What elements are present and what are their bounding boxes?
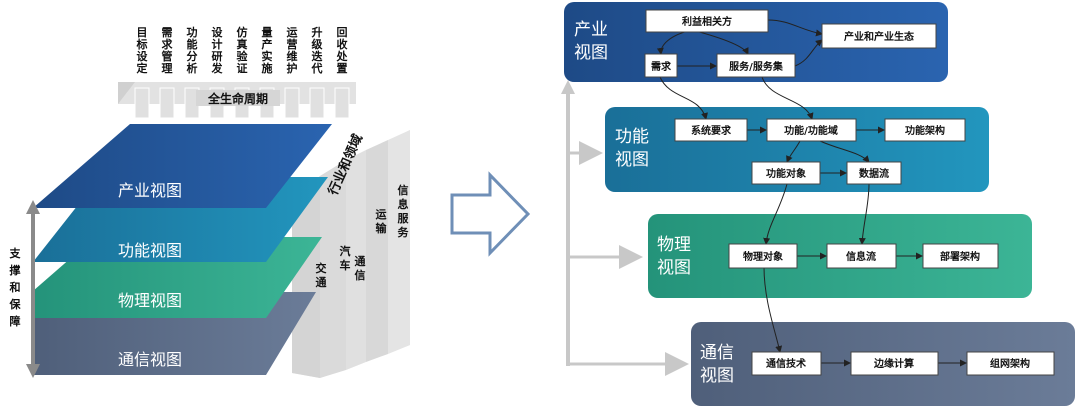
- layer-label: 功能视图: [118, 241, 182, 260]
- lifecycle-stage-label: 升级迭代: [311, 25, 324, 75]
- svg-text:功能对象: 功能对象: [766, 167, 806, 180]
- node-system-requirements: 系统要求: [674, 118, 748, 142]
- lifecycle-stage-label: 回收处置: [336, 25, 349, 75]
- node-stakeholders: 利益相关方: [645, 9, 769, 33]
- svg-text:视图: 视图: [574, 43, 608, 63]
- node-function-object: 功能对象: [751, 161, 821, 185]
- node-edge-computing: 边缘计算: [850, 351, 939, 376]
- industry-domain-label: 运输: [376, 208, 388, 235]
- node-demand: 需求: [644, 53, 678, 78]
- svg-text:物理对象: 物理对象: [743, 250, 783, 263]
- svg-text:产业: 产业: [574, 20, 608, 40]
- industry-block: 行业和领域: [292, 130, 410, 378]
- svg-text:功能: 功能: [615, 127, 649, 147]
- industry-view-title: 产业 视图: [574, 20, 608, 63]
- svg-text:部署架构: 部署架构: [940, 250, 980, 263]
- support-arrow: [26, 200, 40, 378]
- node-info-flow: 信息流: [826, 243, 897, 269]
- lifecycle-stage-label: 功能分析: [187, 25, 198, 75]
- layer-label: 通信视图: [118, 350, 182, 369]
- node-comm-technology: 通信技术: [751, 351, 822, 376]
- node-service-set: 服务/服务集: [716, 53, 796, 78]
- lifecycle-stage-label: 需求管理: [162, 26, 174, 75]
- node-industry-ecosystem: 产业和产业生态: [821, 23, 937, 49]
- svg-text:视图: 视图: [657, 258, 691, 278]
- industry-domains: 交通汽车通信运输信息服务: [316, 183, 410, 289]
- lifecycle-title: 全生命周期: [207, 91, 268, 106]
- node-physical-object: 物理对象: [728, 243, 798, 269]
- node-deployment-architecture: 部署架构: [922, 243, 999, 269]
- layer-industry-plane: [33, 124, 332, 208]
- layer-label: 产业视图: [118, 181, 182, 200]
- physical-view-title: 物理 视图: [657, 235, 691, 278]
- svg-text:边缘计算: 边缘计算: [873, 357, 914, 370]
- svg-text:产业和产业生态: 产业和产业生态: [844, 30, 914, 43]
- comm-view-nodes: 通信技术 边缘计算 组网架构: [751, 351, 1055, 376]
- svg-text:物理: 物理: [657, 235, 691, 255]
- svg-text:通信技术: 通信技术: [766, 357, 806, 370]
- lifecycle-stage-label: 量产实施: [262, 26, 273, 75]
- lifecycle-stage-label: 目标设定: [136, 26, 149, 75]
- industry-domain-label: 通信: [355, 255, 366, 282]
- lifecycle-stage-label: 运营维护: [287, 26, 298, 75]
- svg-text:服务/服务集: 服务/服务集: [729, 60, 784, 73]
- function-view-title: 功能 视图: [615, 127, 649, 170]
- function-view-nodes: 系统要求 功能/功能域 功能架构 功能对象 数据流: [674, 118, 966, 185]
- svg-text:功能/功能域: 功能/功能域: [784, 124, 838, 137]
- comm-view-title: 通信 视图: [700, 343, 734, 386]
- lifecycle-block: 全生命周期: [118, 82, 356, 119]
- svg-text:视图: 视图: [615, 150, 649, 170]
- view-spine: [561, 80, 689, 376]
- physical-view-nodes: 物理对象 信息流 部署架构: [728, 243, 999, 269]
- node-network-architecture: 组网架构: [966, 351, 1055, 376]
- svg-text:组网架构: 组网架构: [990, 357, 1030, 370]
- node-function-architecture: 功能架构: [884, 118, 966, 142]
- layer-planes: [33, 124, 332, 375]
- node-function-domain: 功能/功能域: [766, 118, 857, 142]
- svg-text:利益相关方: 利益相关方: [682, 15, 732, 28]
- lifecycle-stage-label: 设计研发: [211, 25, 224, 75]
- svg-text:通信: 通信: [700, 343, 734, 363]
- support-label-text: 支撑和保障: [9, 246, 22, 328]
- industry-domain-label: 交通: [316, 261, 327, 289]
- node-data-flow: 数据流: [846, 161, 902, 185]
- layer-label: 物理视图: [118, 291, 182, 310]
- svg-text:数据流: 数据流: [859, 167, 889, 180]
- lifecycle-stage-label: 仿真验证: [237, 25, 249, 75]
- svg-text:系统要求: 系统要求: [691, 124, 732, 137]
- svg-text:需求: 需求: [651, 60, 672, 73]
- support-label: 支撑和保障: [9, 246, 22, 328]
- transition-arrow: [450, 171, 531, 257]
- industry-domain-label: 汽车: [340, 244, 351, 272]
- svg-text:信息流: 信息流: [846, 250, 876, 263]
- svg-text:视图: 视图: [700, 366, 734, 386]
- svg-text:功能架构: 功能架构: [905, 124, 945, 137]
- industry-domain-label: 信息服务: [398, 183, 410, 239]
- flow-connectors: [656, 19, 967, 367]
- industry-view-nodes: 利益相关方 产业和产业生态 需求 服务/服务集: [644, 9, 937, 78]
